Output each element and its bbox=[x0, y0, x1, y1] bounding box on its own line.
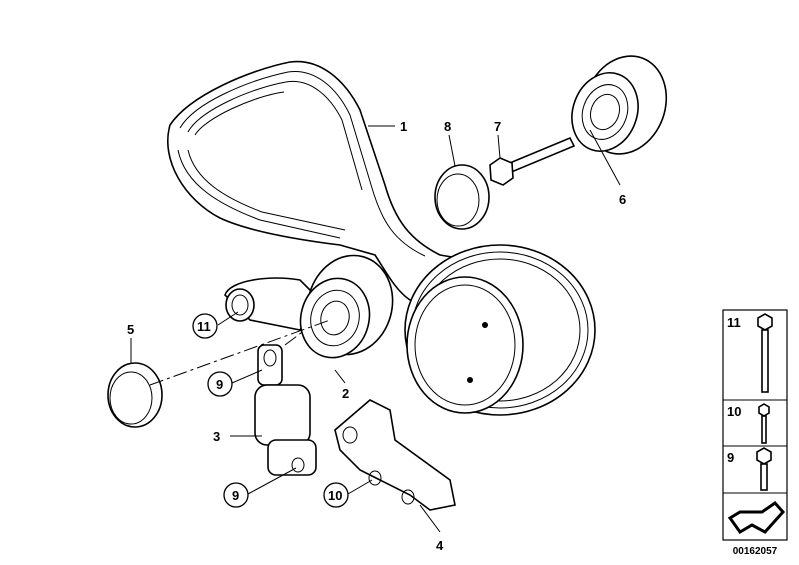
crankshaft-pulley bbox=[404, 244, 596, 416]
callout-9-lower-circle bbox=[223, 482, 249, 508]
hydraulic-damper bbox=[254, 344, 317, 476]
callout-11-circle bbox=[192, 313, 218, 339]
hex-flange-bolt-long-icon bbox=[757, 313, 773, 393]
callout-3: 3 bbox=[213, 429, 220, 444]
callout-10: 10 bbox=[328, 488, 342, 503]
idler-pulley bbox=[571, 55, 668, 155]
callout-9-lower: 9 bbox=[232, 488, 239, 503]
idler-bolt bbox=[489, 136, 576, 186]
callout-7: 7 bbox=[494, 119, 501, 134]
tensioner-bracket bbox=[334, 399, 456, 511]
dust-cap-right bbox=[434, 164, 490, 230]
dust-cap-left bbox=[107, 362, 163, 428]
callout-9-upper: 9 bbox=[216, 377, 223, 392]
hex-flange-bolt-icon bbox=[756, 447, 772, 491]
callout-2: 2 bbox=[342, 386, 349, 401]
hex-flange-bolt-short-icon bbox=[758, 403, 770, 444]
callout-8: 8 bbox=[444, 119, 451, 134]
callout-10-circle bbox=[323, 482, 349, 508]
callout-11: 11 bbox=[197, 319, 211, 334]
diagram-number: 00162057 bbox=[733, 546, 778, 557]
callout-5: 5 bbox=[127, 322, 134, 337]
direction-arrow-icon bbox=[727, 501, 786, 534]
fastener-legend: 11 10 9 bbox=[722, 309, 788, 541]
callout-6: 6 bbox=[619, 192, 626, 207]
callout-4: 4 bbox=[436, 538, 444, 553]
legend-10: 10 bbox=[727, 404, 741, 419]
leader-lines bbox=[130, 125, 621, 533]
tensioner-pulley bbox=[224, 254, 394, 359]
callout-9-upper-circle bbox=[207, 371, 233, 397]
drive-belt bbox=[167, 60, 471, 301]
legend-11: 11 bbox=[727, 315, 741, 330]
legend-9: 9 bbox=[727, 450, 734, 465]
callout-1: 1 bbox=[400, 119, 407, 134]
